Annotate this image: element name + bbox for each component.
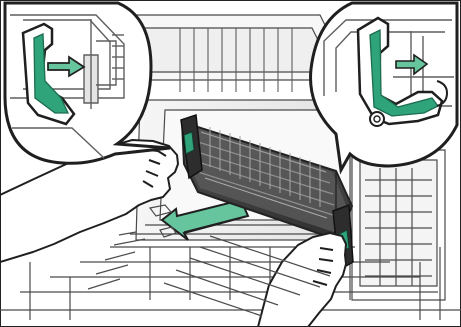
fuser-removal-illustration — [0, 0, 461, 327]
illustration-canvas — [0, 0, 461, 327]
